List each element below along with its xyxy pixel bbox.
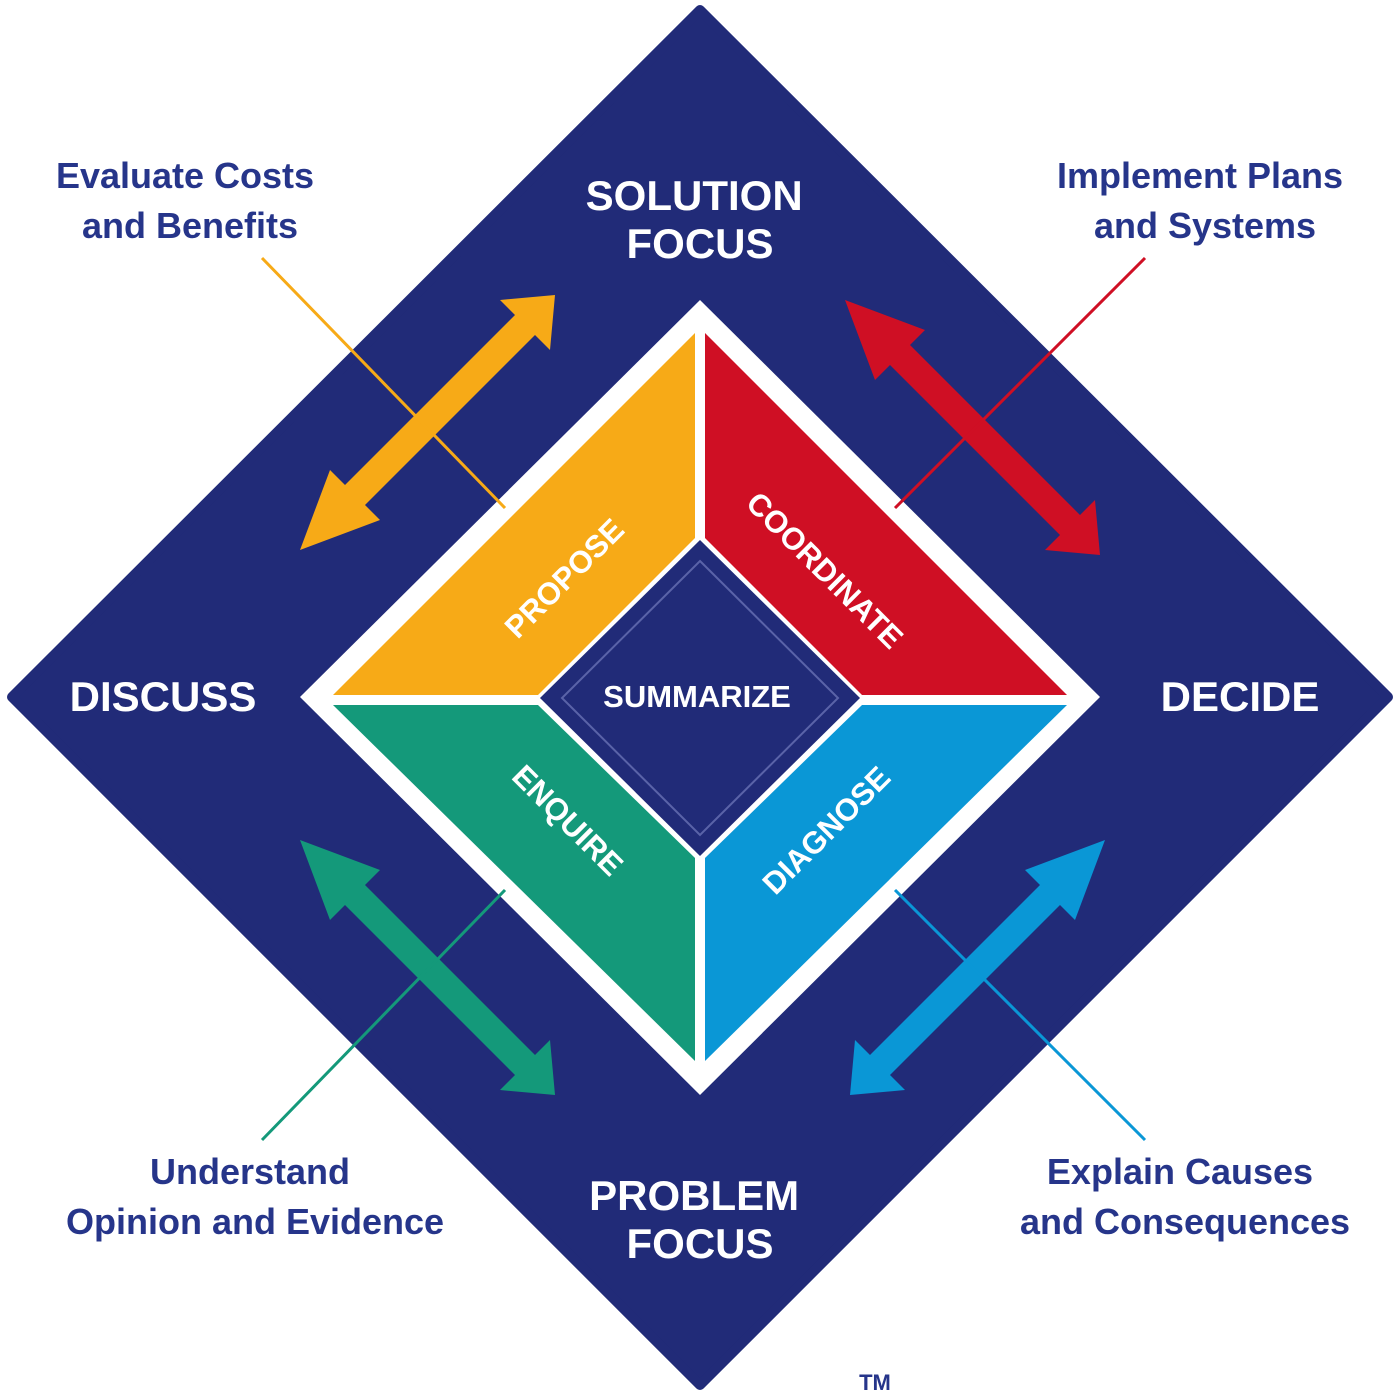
double-arrow-icon-blue xyxy=(850,840,1105,1095)
leader-line-top-right xyxy=(893,256,1147,510)
annotation-bottom-right-line-2: and Consequences xyxy=(1020,1201,1350,1242)
annotation-bottom-right: Explain Causes and Consequences xyxy=(1020,1151,1350,1242)
quadrant-diagnose xyxy=(705,705,1067,1061)
annotation-top-right-line-2: and Systems xyxy=(1094,205,1316,246)
problem-focus-line-1: PROBLEM xyxy=(589,1172,799,1219)
annotation-top-right: Implement Plans and Systems xyxy=(1057,155,1353,246)
double-arrow-icon-red xyxy=(845,300,1100,555)
solution-focus-label: SOLUTION FOCUS xyxy=(586,172,815,267)
annotation-top-left-line-2: and Benefits xyxy=(82,205,298,246)
annotation-top-left-line-1: Evaluate Costs xyxy=(56,155,314,196)
problem-focus-line-2: FOCUS xyxy=(627,1220,774,1267)
solution-focus-line-2: FOCUS xyxy=(627,220,774,267)
leader-line-top-left xyxy=(260,256,507,510)
quadrant-propose xyxy=(333,333,695,695)
quadrant-coordinate xyxy=(705,333,1067,695)
trademark-label: TM xyxy=(859,1370,891,1395)
center-diamond-outline xyxy=(560,559,840,837)
leader-line-bottom-left xyxy=(260,888,507,1142)
annotation-bottom-left: Understand Opinion and Evidence xyxy=(66,1151,444,1242)
problem-focus-label: PROBLEM FOCUS xyxy=(589,1172,811,1267)
discuss-label: DISCUSS xyxy=(70,673,257,720)
double-arrow-icon-orange xyxy=(300,295,555,550)
annotation-bottom-left-line-2: Opinion and Evidence xyxy=(66,1201,444,1242)
annotation-top-left: Evaluate Costs and Benefits xyxy=(56,155,324,246)
decide-label: DECIDE xyxy=(1161,673,1320,720)
summarize-label: SUMMARIZE xyxy=(603,679,791,714)
solution-focus-line-1: SOLUTION xyxy=(586,172,803,219)
annotation-bottom-left-line-1: Understand xyxy=(150,1151,350,1192)
center-diamond xyxy=(540,540,860,856)
quadrant-enquire xyxy=(333,705,695,1061)
double-arrow-icon-green xyxy=(300,840,555,1095)
leader-line-bottom-right xyxy=(893,888,1147,1142)
annotation-top-right-line-1: Implement Plans xyxy=(1057,155,1343,196)
annotation-bottom-right-line-1: Explain Causes xyxy=(1047,1151,1313,1192)
